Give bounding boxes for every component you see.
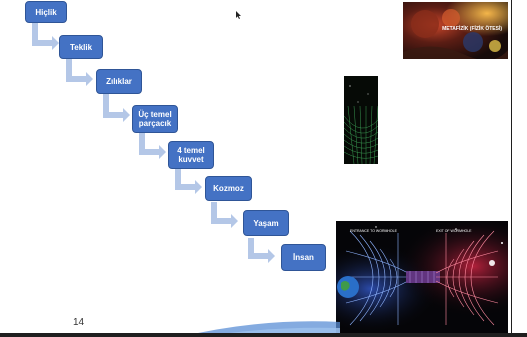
wormhole-image: ENTRANCE TO WORMHOLE EXIT OF WORMHOLE xyxy=(336,221,508,334)
step-uc-temel-parcacik: Üç temel parçacık xyxy=(132,105,178,133)
window-right-edge xyxy=(511,0,527,337)
step-ziliklar: Zılıklar xyxy=(96,69,142,94)
spacetime-grid-image xyxy=(344,76,378,164)
step-yasam: Yaşam xyxy=(243,210,289,236)
page-number: 14 xyxy=(73,317,85,328)
wormhole-entrance-label: ENTRANCE TO WORMHOLE xyxy=(350,229,397,233)
window-bottom-edge xyxy=(0,333,527,337)
flow-arrow-7 xyxy=(248,238,275,263)
step-insan: İnsan xyxy=(281,244,326,271)
metaphysics-poster-image: METAFİZİK (FİZİK ÖTESİ) xyxy=(403,2,508,59)
mouse-cursor-icon xyxy=(236,11,241,19)
step-kozmoz: Kozmoz xyxy=(205,176,252,201)
step-4-temel-kuvvet: 4 temel kuvvet xyxy=(168,141,214,169)
flow-arrow-5 xyxy=(175,168,202,194)
wormhole-exit-label: EXIT OF WORMHOLE xyxy=(436,229,472,233)
flow-arrow-6 xyxy=(211,202,238,228)
step-hiclik: Hiçlik xyxy=(25,1,67,23)
flow-arrow-4 xyxy=(139,132,166,159)
metaphysics-caption: METAFİZİK (FİZİK ÖTESİ) xyxy=(442,26,502,32)
flow-arrow-2 xyxy=(66,58,93,86)
step-teklik: Teklik xyxy=(59,35,103,59)
flow-arrow-3 xyxy=(103,94,130,122)
flow-arrow-1 xyxy=(32,22,59,50)
